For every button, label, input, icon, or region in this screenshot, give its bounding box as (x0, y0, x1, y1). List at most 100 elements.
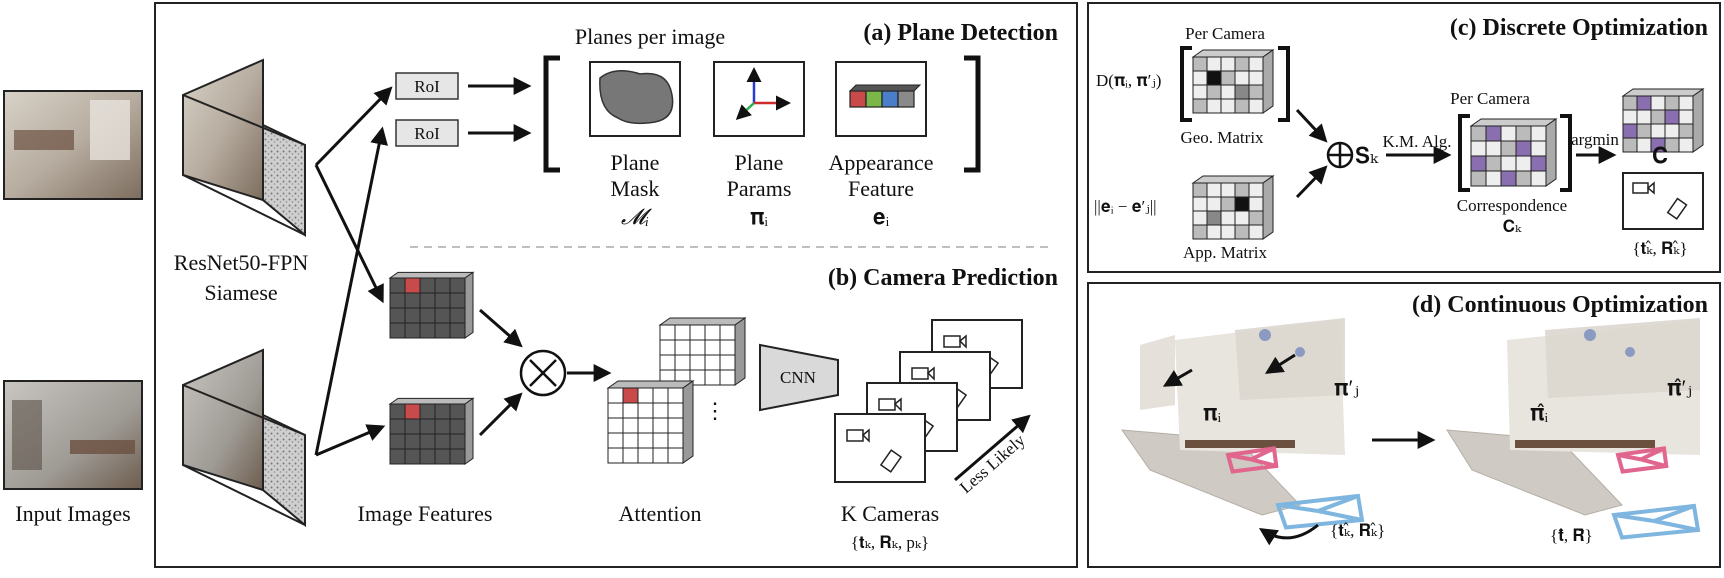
attention-ellipsis: ⋮ (704, 398, 726, 423)
c-matrix-cell (1678, 109, 1694, 125)
image-feature-grid-top (388, 271, 475, 339)
geo-matrix-cell (1220, 70, 1236, 86)
app-matrix-cell (1220, 210, 1236, 226)
corr-matrix-cell (1530, 140, 1547, 157)
attention-front-cell (637, 447, 654, 464)
backbone-pyramid-bottom (182, 348, 306, 528)
feature-arrow-bottom (478, 392, 523, 437)
geo-matrix-cell (1248, 70, 1264, 86)
app-matrix-cell (1248, 196, 1264, 212)
best-camera-box (1622, 172, 1704, 230)
tr-out-label: {𝐭̂, 𝐑̂} (1550, 526, 1593, 545)
c-matrix-cell (1622, 109, 1638, 125)
app-matrix-cell (1192, 182, 1208, 198)
plane-bracket-left (543, 55, 560, 173)
feature-top-cell (449, 322, 466, 339)
attention-back-cell (689, 354, 706, 371)
attention-back-cell (674, 339, 691, 356)
frustum-edge (1613, 513, 1655, 523)
corr-matrix-cell (1485, 140, 1502, 157)
c-matrix-cell (1664, 95, 1680, 111)
c-matrix-cell (1622, 95, 1638, 111)
corr-matrix-cell (1470, 125, 1487, 142)
attention-front-cell (622, 417, 639, 434)
feature-bottom-cell (449, 448, 466, 465)
camera-icon (878, 398, 896, 411)
plane-params-label-2: Params (727, 176, 792, 201)
app-matrix-cell (1220, 182, 1236, 198)
c-matrix-top (1621, 88, 1705, 97)
attention-front-cell (607, 387, 624, 404)
camera-frustum-pink-after (1615, 446, 1669, 474)
feature-bottom-cell (434, 403, 451, 420)
cnn-block (759, 343, 839, 412)
attention-front-cell (622, 402, 639, 419)
discrete-panel-frame (1087, 2, 1721, 273)
geo-matrix-cell (1192, 98, 1208, 114)
app-matrix-cell (1234, 182, 1250, 198)
feature-bottom-cell (404, 418, 421, 435)
attention-front-cell (652, 432, 669, 449)
feature-top-cell (404, 322, 421, 339)
corr-matrix-cell (1515, 155, 1532, 172)
app-matrix-label: App. Matrix (1183, 243, 1268, 262)
axes-icon (735, 67, 791, 121)
correspondence-label: Correspondence (1457, 196, 1567, 215)
feature-bottom-cell (434, 418, 451, 435)
continuous-title: (d) Continuous Optimization (1412, 292, 1708, 318)
pi-i-arrow (1162, 368, 1193, 387)
attention-front-cell (667, 447, 684, 464)
pi-j-hat-label: 𝛑̂′ⱼ (1667, 375, 1692, 400)
attention-back-cell (704, 369, 721, 386)
geo-matrix-cell (1220, 56, 1236, 72)
s-k-label: 𝐒ₖ (1355, 143, 1379, 168)
feature-bottom-cell (419, 403, 436, 420)
corr-matrix-cell (1500, 140, 1517, 157)
feature-top-cell (449, 292, 466, 309)
plane-mask-label-1: Plane (611, 150, 660, 175)
corr-matrix-cell (1530, 155, 1547, 172)
camera-frustum-pink-before (1225, 446, 1279, 474)
c-matrix-cell (1636, 123, 1652, 139)
scene-after (1446, 318, 1700, 516)
planes-per-image-label: Planes per image (575, 24, 725, 49)
cnn-label: CNN (780, 368, 816, 387)
attention-front-cell (667, 402, 684, 419)
app-matrix-cell (1192, 224, 1208, 240)
feature-top-cell (389, 277, 406, 294)
best-camera-icons (1632, 181, 1688, 220)
geo-matrix-label: Geo. Matrix (1180, 128, 1264, 147)
camera-lens (926, 366, 935, 381)
geo-to-sum-arrow (1295, 108, 1328, 143)
feature-top-cell (434, 292, 451, 309)
geo-matrix-cell (1234, 84, 1250, 100)
frustum-edge (1250, 457, 1277, 468)
ck-label: 𝐂ₖ (1503, 217, 1522, 236)
discrete-title: (c) Discrete Optimization (1450, 15, 1708, 41)
feature-bottom-cell (434, 433, 451, 450)
camera-frame (834, 413, 926, 483)
attention-back-cell (689, 339, 706, 356)
frustum-edge (1317, 509, 1363, 522)
attention-back-cell (674, 324, 691, 341)
feature-top-face (848, 84, 922, 92)
input-images-label: Input Images (15, 501, 130, 526)
geo-matrix-top (1191, 49, 1275, 58)
attention-front-cell (667, 432, 684, 449)
app-matrix-side (1262, 175, 1274, 240)
camera-lens (861, 428, 870, 443)
camera-icon (846, 429, 864, 442)
plane-params-label-1: Plane (735, 150, 784, 175)
d-function-label: D(𝛑ᵢ, 𝛑′ⱼ) (1096, 71, 1161, 90)
feature-top-cell (404, 277, 421, 294)
attention-back-top (658, 317, 747, 326)
attention-front-cell (607, 417, 624, 434)
attention-back-cell (704, 324, 721, 341)
feature-top-cell (404, 292, 421, 309)
camera-icon-rotated (879, 449, 903, 473)
geo-matrix-cell (1192, 56, 1208, 72)
frustum-edge (1640, 446, 1665, 462)
corr-matrix-cell (1515, 125, 1532, 142)
geo-matrix-cell (1192, 70, 1208, 86)
roi-label-2: RoI (414, 124, 440, 143)
